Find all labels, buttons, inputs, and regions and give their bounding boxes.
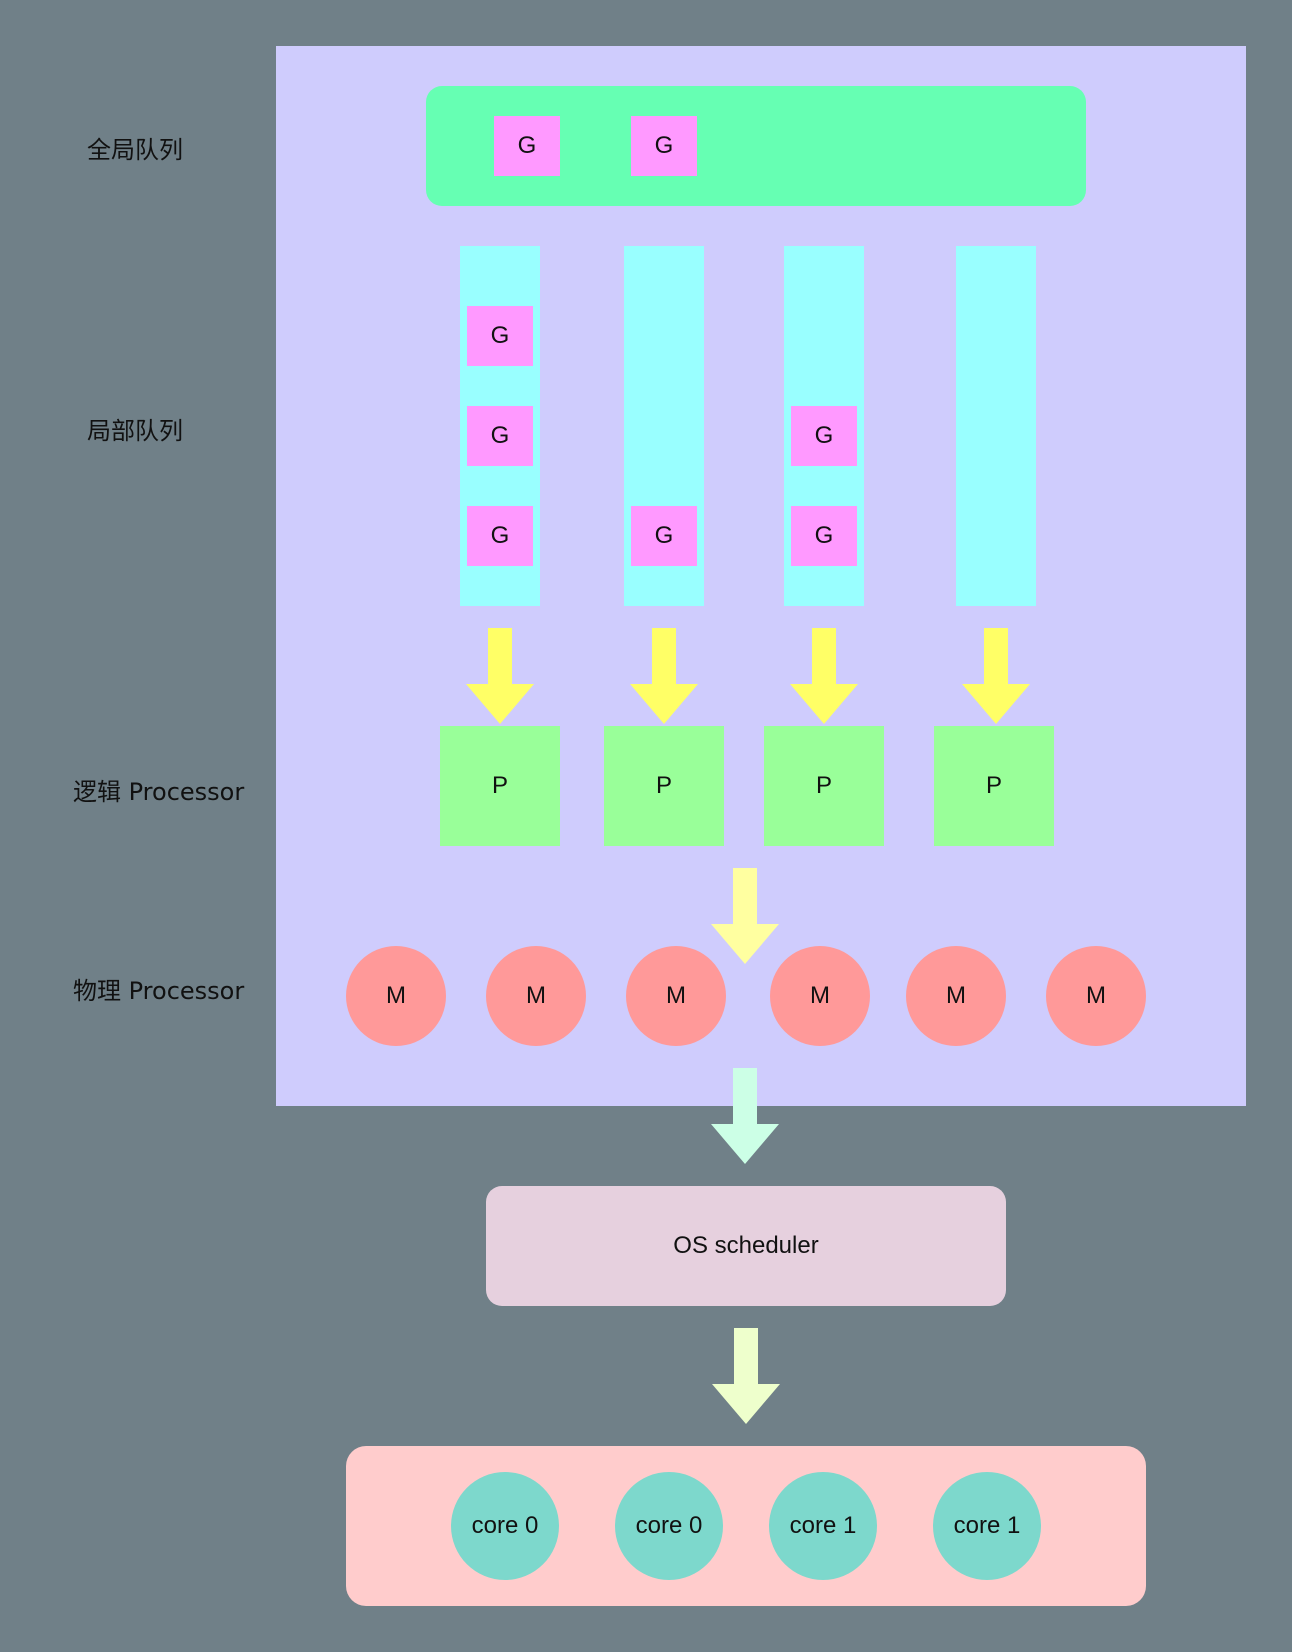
down-arrow-icon	[711, 868, 779, 964]
logical-processor: P	[604, 726, 724, 846]
os-scheduler: OS scheduler	[486, 1186, 1006, 1306]
goroutine: G	[791, 506, 857, 566]
down-arrow-icon	[711, 1068, 779, 1164]
goroutine: G	[467, 506, 533, 566]
cpu-core: core 0	[451, 1472, 559, 1580]
machine: M	[1046, 946, 1146, 1046]
goroutine: G	[467, 406, 533, 466]
down-arrow-icon	[466, 628, 534, 724]
down-arrow-icon	[790, 628, 858, 724]
down-arrow-icon	[712, 1328, 780, 1424]
logical-processor-label: 逻辑 Processor	[73, 778, 245, 806]
machine: M	[770, 946, 870, 1046]
machine: M	[906, 946, 1006, 1046]
logical-processor: P	[934, 726, 1054, 846]
down-arrow-icon	[630, 628, 698, 724]
physical-processor-label: 物理 Processor	[73, 977, 245, 1005]
goroutine: G	[631, 506, 697, 566]
machine: M	[626, 946, 726, 1046]
local-queue	[956, 246, 1036, 606]
local-queue-label: 局部队列	[87, 417, 183, 445]
goroutine: G	[494, 116, 560, 176]
down-arrow-icon	[962, 628, 1030, 724]
cpu-core: core 0	[615, 1472, 723, 1580]
cpu-core: core 1	[769, 1472, 877, 1580]
goroutine: G	[791, 406, 857, 466]
global-queue-label: 全局队列	[87, 136, 183, 164]
goroutine: G	[467, 306, 533, 366]
goroutine: G	[631, 116, 697, 176]
logical-processor: P	[440, 726, 560, 846]
logical-processor: P	[764, 726, 884, 846]
machine: M	[486, 946, 586, 1046]
machine: M	[346, 946, 446, 1046]
cpu-core: core 1	[933, 1472, 1041, 1580]
